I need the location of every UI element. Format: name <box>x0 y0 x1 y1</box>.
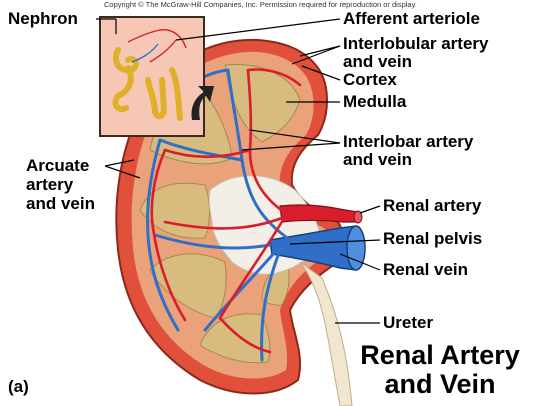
label-renal-pelvis: Renal pelvis <box>383 229 483 248</box>
label-renal-artery: Renal artery <box>383 196 482 215</box>
leader-lines <box>96 18 381 324</box>
label-ureter: Ureter <box>383 313 434 332</box>
label-interlobar-line2: and vein <box>343 150 412 169</box>
panel-label: (a) <box>8 377 29 396</box>
title-line2: and Vein <box>384 369 496 399</box>
copyright-notice: Copyright © The McGraw-Hill Companies, I… <box>104 0 417 9</box>
label-medulla: Medulla <box>343 92 407 111</box>
label-arcuate-line3: and vein <box>26 194 95 213</box>
nephron-tubule <box>112 47 183 121</box>
label-nephron: Nephron <box>8 9 78 28</box>
label-arcuate-line2: artery <box>26 175 74 194</box>
label-interlobular-line1: Interlobular artery <box>343 34 489 53</box>
nephron-inset <box>99 16 205 137</box>
label-cortex: Cortex <box>343 70 397 89</box>
nephron-vessels <box>127 29 187 63</box>
label-renal-vein: Renal vein <box>383 260 469 279</box>
label-arcuate-line1: Arcuate <box>26 156 90 175</box>
label-afferent-arteriole: Afferent arteriole <box>343 9 480 28</box>
vein-branches <box>146 68 292 362</box>
label-interlobar-line1: Interlobar artery <box>343 132 474 151</box>
label-interlobular-line2: and vein <box>343 52 412 71</box>
renal-artery <box>279 204 359 223</box>
inset-pointer-arrow <box>191 86 214 120</box>
title-line1: Renal Artery <box>360 340 520 370</box>
